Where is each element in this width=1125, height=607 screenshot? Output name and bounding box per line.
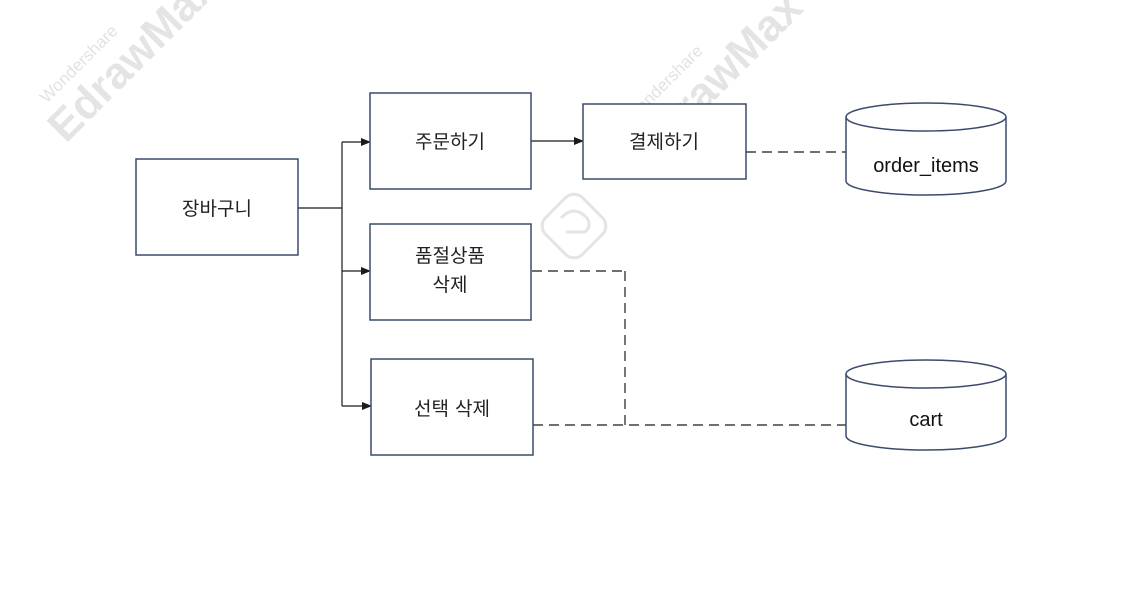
node-cart-root: 장바구니 — [135, 158, 299, 256]
node-order: 주문하기 — [369, 92, 532, 190]
node-delete-soldout-label-line2: 삭제 — [433, 274, 468, 296]
node-delete-soldout-label-line1: 품절상품 — [415, 245, 485, 267]
connectors — [298, 137, 584, 410]
node-delete-selected-label: 선택 삭제 — [414, 398, 490, 420]
node-payment-label: 결제하기 — [629, 131, 699, 153]
db-links — [532, 151, 848, 426]
watermark-left: EdrawMax Wondershare — [36, 0, 227, 151]
db-cart: cart — [845, 359, 1007, 451]
node-delete-selected: 선택 삭제 — [370, 358, 534, 456]
db-order-items: order_items — [845, 102, 1007, 196]
node-delete-soldout: 품절상품 삭제 — [369, 223, 532, 321]
node-cart-root-label: 장바구니 — [182, 198, 252, 220]
watermark-logo-icon — [540, 192, 608, 260]
node-order-label: 주문하기 — [415, 131, 485, 153]
db-order-items-label: order_items — [873, 155, 979, 177]
node-payment: 결제하기 — [582, 103, 747, 180]
db-cart-label: cart — [909, 409, 943, 431]
